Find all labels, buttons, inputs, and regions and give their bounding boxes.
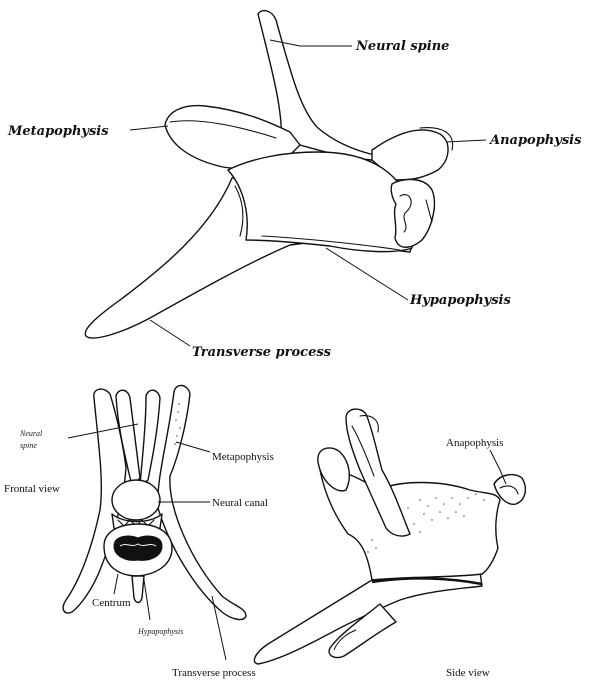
frontal-label-neural-canal: Neural canal <box>212 497 268 509</box>
label-neural-spine: Neural spine <box>355 39 449 54</box>
side-metapophysis <box>318 448 350 491</box>
side-label-anapophysis: Anapophysis <box>446 437 503 449</box>
frontal-neural-canal <box>112 480 160 520</box>
side-view-figure: Anapophysis Side view <box>254 409 525 679</box>
frontal-view-figure: Neural spine Frontal view Metapophysis N… <box>4 385 274 679</box>
frontal-view-title: Frontal view <box>4 483 60 495</box>
side-view-title: Side view <box>446 667 490 679</box>
label-transverse-process: Transverse process <box>192 345 332 360</box>
frontal-condyle <box>114 536 162 560</box>
frontal-label-neural-line1: Neural <box>19 429 43 438</box>
frontal-label-transverse-process: Transverse process <box>172 667 256 679</box>
upper-vertebra-figure: Neural spine Metapophysis Anapophysis Hy… <box>7 11 582 360</box>
frontal-label-neural-line2: spine <box>20 441 37 450</box>
frontal-label-metapophysis: Metapophysis <box>212 451 274 463</box>
upper-articular-facet-shape <box>391 179 434 247</box>
frontal-label-centrum: Centrum <box>92 597 131 609</box>
label-hypapophysis: Hypapophysis <box>409 293 511 308</box>
label-metapophysis: Metapophysis <box>7 124 109 139</box>
frontal-hypapophysis <box>132 576 144 603</box>
frontal-label-hypapophysis: Hypapophysis <box>137 627 183 636</box>
frontal-right-spine <box>140 390 160 486</box>
label-anapophysis: Anapophysis <box>488 133 582 148</box>
